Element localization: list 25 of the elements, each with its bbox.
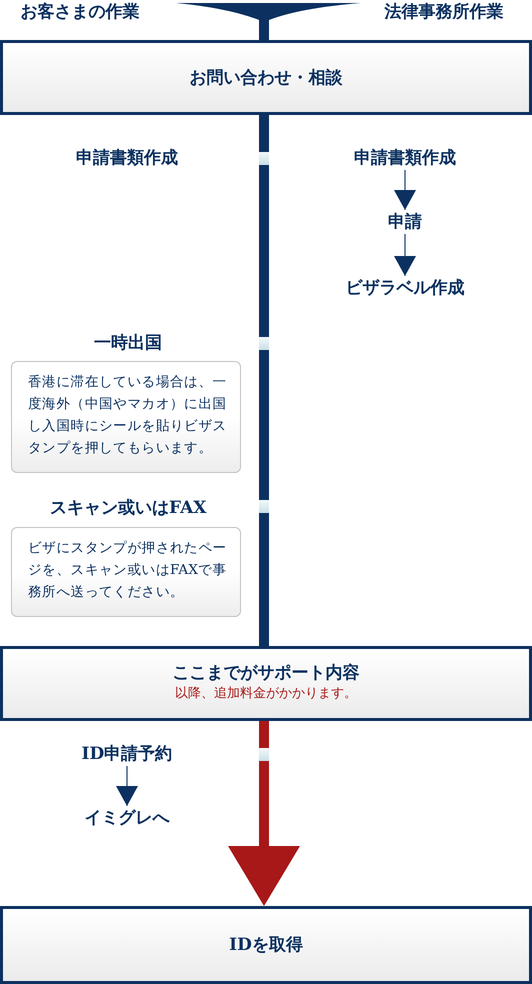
step-label: 申請 [388, 210, 422, 234]
arrow [116, 766, 138, 806]
step-heading: 一時出国 [94, 332, 162, 355]
step-heading: スキャン或いはFAX [50, 497, 206, 520]
connector-line [259, 115, 269, 646]
stage-title: ここまでがサポート内容 [172, 662, 360, 684]
fee-note: 以降、追加料金がかかります。 [175, 684, 357, 702]
stage-box [0, 906, 532, 984]
note-card: ビザにスタンプが押されたページを、スキャン或いはFAXで事務所へ送ってください。 [11, 527, 241, 617]
stage-title: IDを取得 [229, 934, 303, 957]
step-label: 申請書類作成 [76, 146, 178, 170]
column-label: 法律事務所作業 [384, 1, 504, 24]
step-label: ビザラベル作成 [346, 276, 464, 300]
note-card: 香港に滞在している場合は、一度海外（中国やマカオ）に出国し入国時にシールを貼りビザスタンプを押してもらいます。 [11, 361, 241, 473]
stage-title: お問い合わせ・相談 [190, 66, 342, 90]
arrow [394, 234, 416, 276]
column-label: お客さまの作業 [20, 1, 140, 24]
step-label: 申請書類作成 [354, 146, 456, 170]
stage-box [0, 40, 532, 115]
step-label: ID申請予約 [82, 742, 172, 766]
arrow [394, 170, 416, 210]
stage-box [0, 646, 532, 721]
funnel-connector [176, 3, 361, 40]
step-label: イミグレへ [84, 806, 170, 830]
arrow [228, 721, 300, 906]
